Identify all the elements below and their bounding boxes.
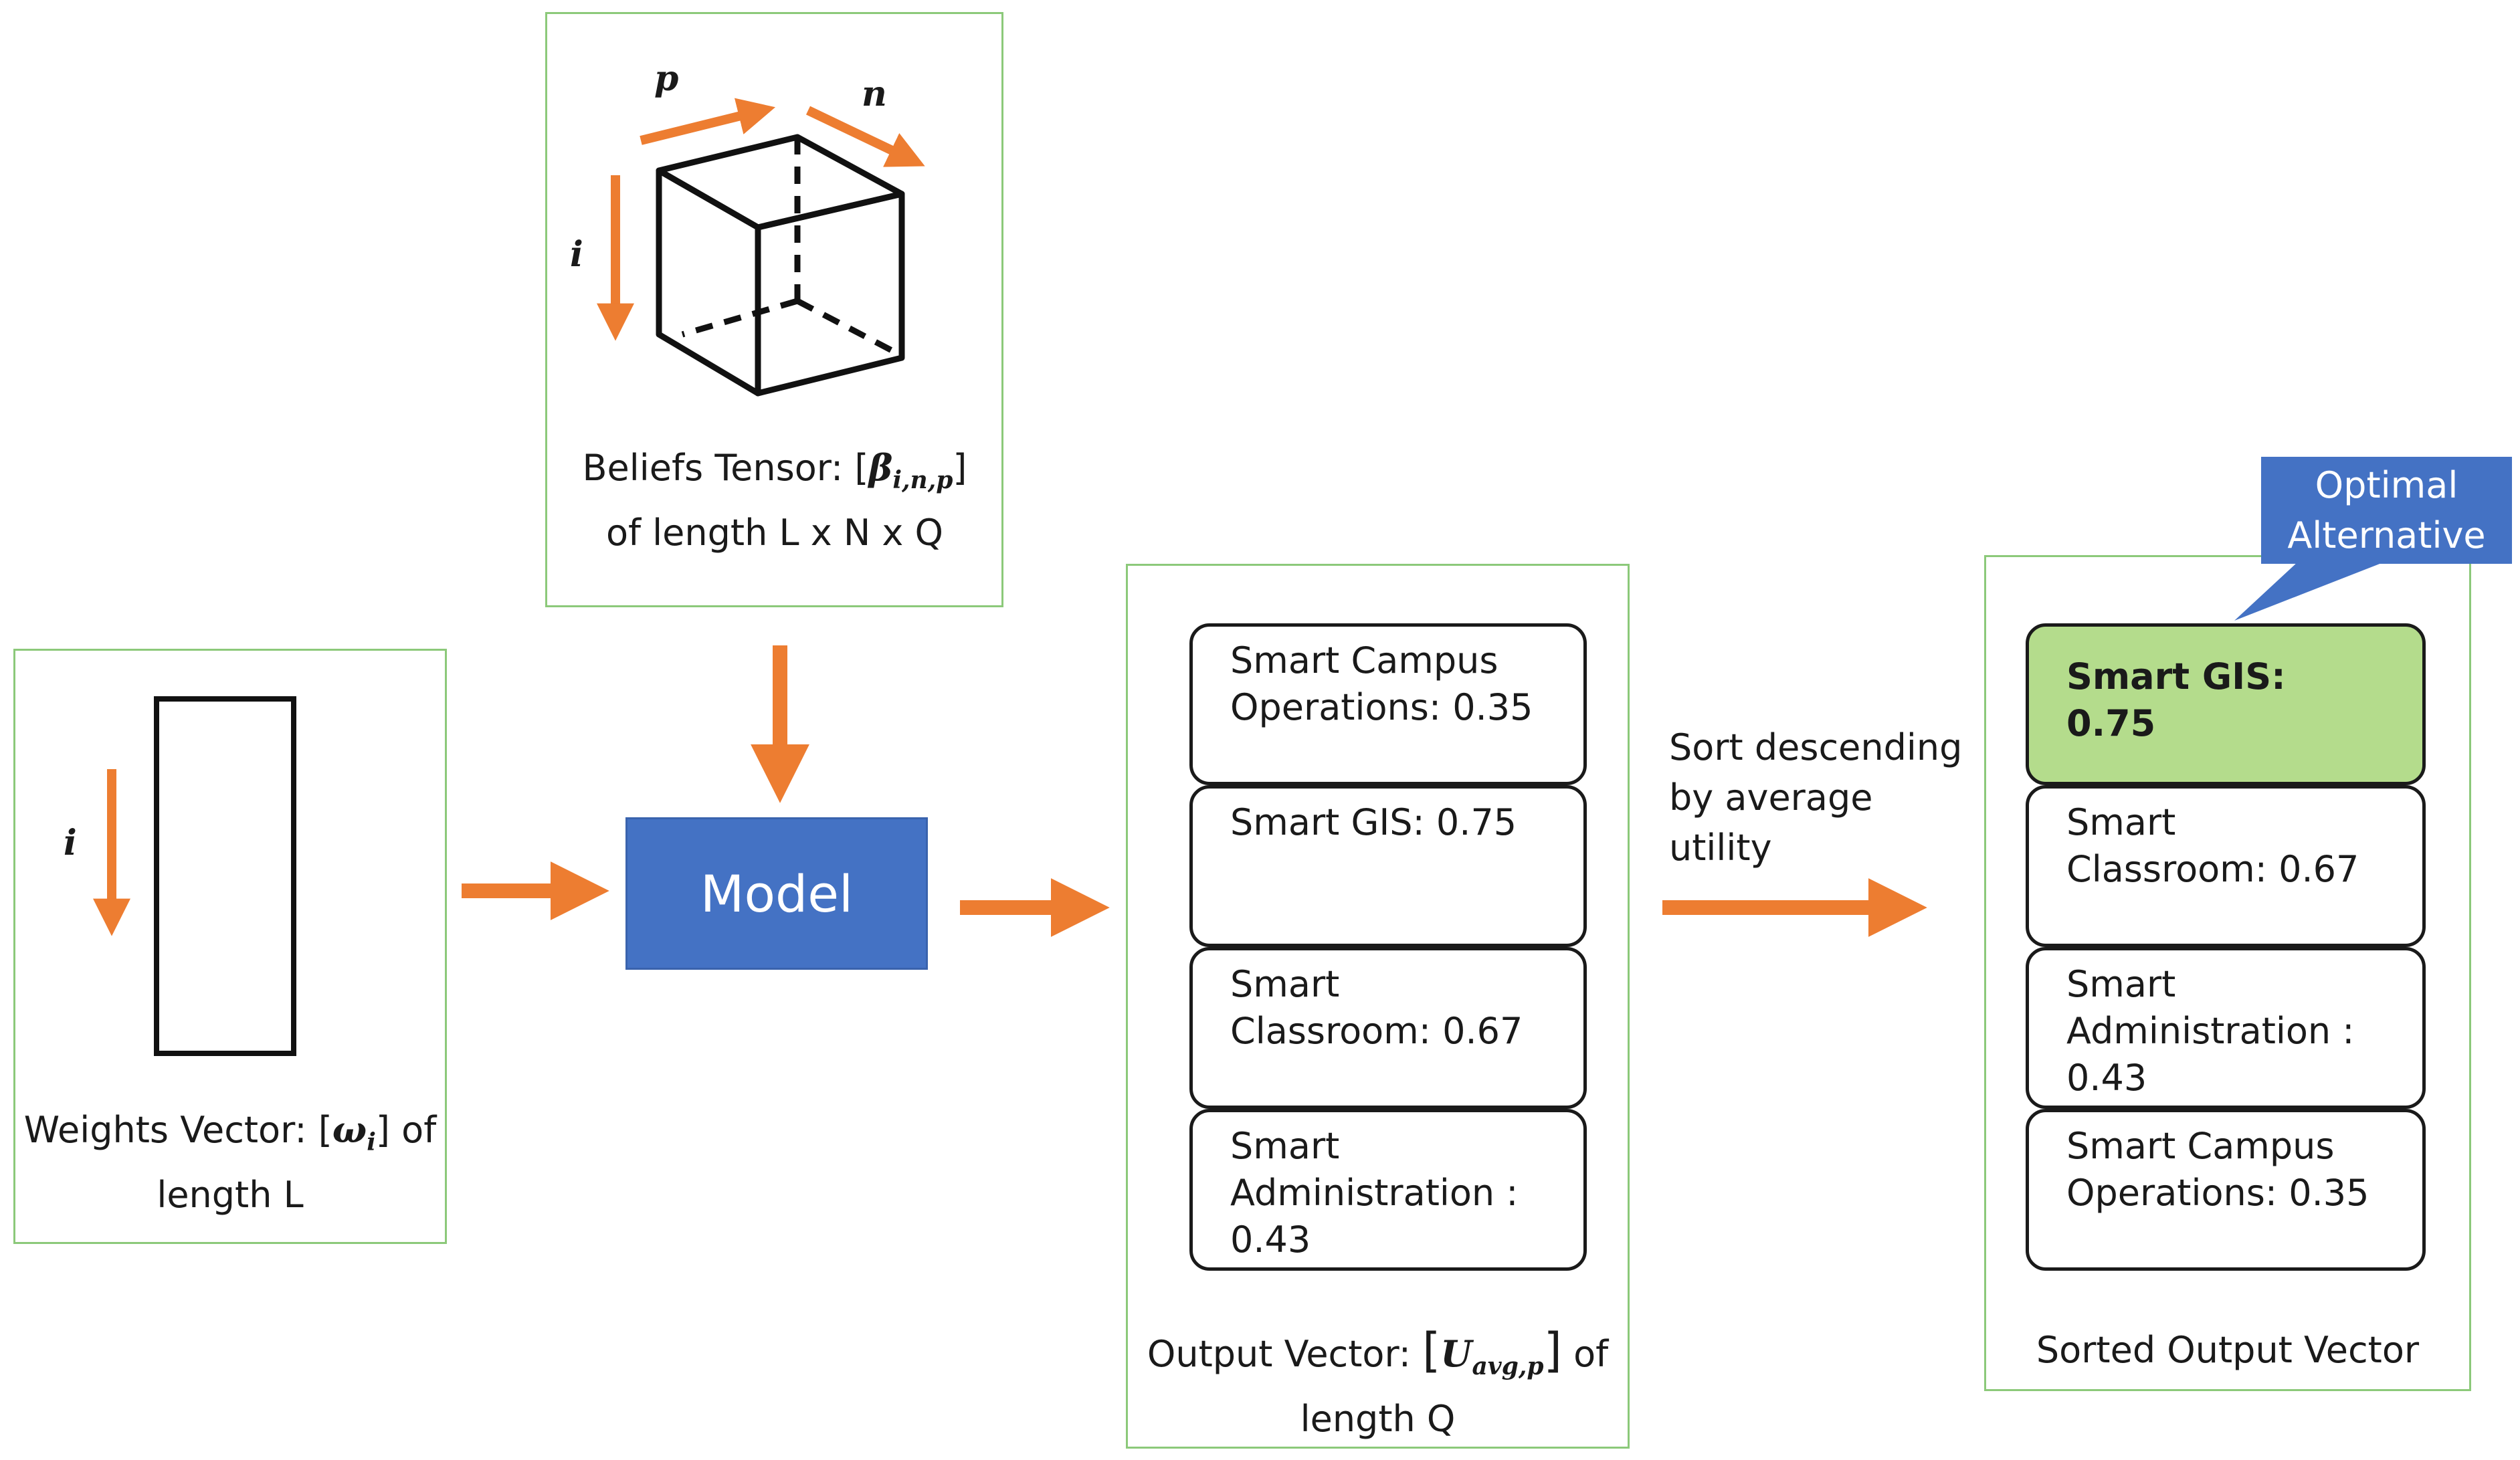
optimal-alternative-callout: Optimal Alternative (2261, 457, 2512, 564)
weights-axis-i-label: i (64, 823, 77, 863)
axis-p-arrow (640, 98, 776, 145)
output-vector-caption: Output Vector: [Uavg,p] of length Q (1147, 1323, 1609, 1440)
output-item-2: Smart GIS: 0.75 (1189, 785, 1587, 947)
callout-label: Optimal Alternative (2287, 464, 2486, 556)
output-caption-line2: length Q (1300, 1397, 1456, 1440)
weights-math-symbol: ω (332, 1108, 367, 1151)
sorted-item-4: Smart Campus Operations: 0.35 (2026, 1109, 2426, 1271)
weights-vector-rect (154, 696, 296, 1056)
axis-p-label: p (654, 58, 678, 99)
sorted-item-2: Smart Classroom: 0.67 (2026, 785, 2426, 947)
beliefs-tensor-caption: Beliefs Tensor: [βi,n,p] of length L x N… (582, 446, 967, 554)
output-item-1: Smart Campus Operations: 0.35 (1189, 623, 1587, 785)
output-item-4: Smart Administration : 0.43 (1189, 1109, 1587, 1271)
beliefs-math-symbol: β (868, 446, 893, 489)
axis-n-label: n (862, 74, 887, 114)
beliefs-caption-line2: of length L x N x Q (605, 511, 944, 554)
model-label: Model (700, 863, 854, 924)
model-box: Model (625, 817, 928, 970)
output-item-3: Smart Classroom: 0.67 (1189, 947, 1587, 1109)
output-math-symbol: U (1440, 1332, 1472, 1375)
beliefs-math-subscript: i,n,p (892, 465, 953, 494)
callout-pointer (2234, 562, 2385, 621)
sorted-item-1: Smart GIS: 0.75 (2026, 623, 2426, 785)
axis-n-arrow (805, 106, 925, 167)
weights-vector-panel (13, 649, 447, 1244)
output-math-subscript: avg,p (1472, 1352, 1544, 1380)
sorted-vector-caption: Sorted Output Vector (2036, 1329, 2420, 1371)
tensor-cube-icon (656, 134, 905, 397)
weights-caption-line2: length L (157, 1173, 304, 1216)
sort-step-label: Sort descending by average utility (1669, 726, 1963, 869)
weights-vector-caption: Weights Vector: [ωi] of length L (23, 1108, 437, 1216)
sorted-item-3: Smart Administration : 0.43 (2026, 947, 2426, 1109)
axis-i-label: i (570, 234, 583, 275)
weights-math-subscript: i (367, 1128, 376, 1156)
